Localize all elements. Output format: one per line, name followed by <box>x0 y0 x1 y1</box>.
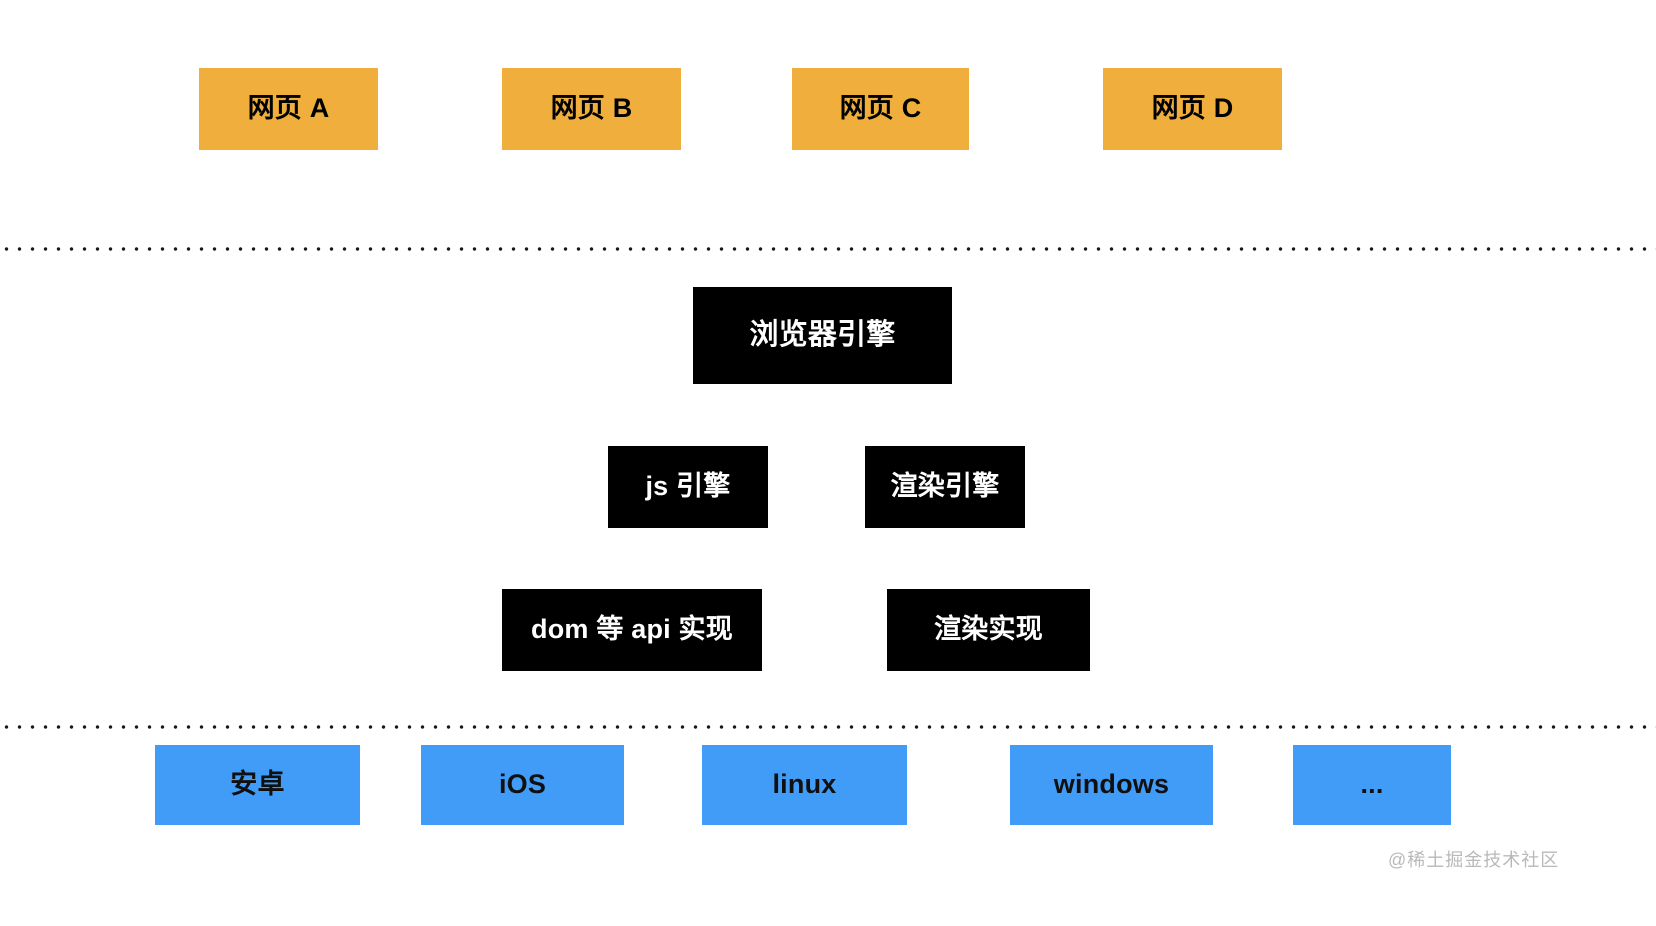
node-web-page-d: 网页 D <box>1103 68 1282 150</box>
node-label: iOS <box>498 769 547 800</box>
divider-pages-engine <box>0 247 1656 251</box>
node-render-implementation: 渲染实现 <box>887 589 1090 671</box>
node-platform-more: ... <box>1293 745 1451 825</box>
node-label: ... <box>1360 769 1384 800</box>
divider-engine-platforms <box>0 725 1656 729</box>
node-label: dom 等 api 实现 <box>531 614 733 645</box>
node-label: 网页 C <box>839 93 922 124</box>
node-platform-ios: iOS <box>421 745 624 825</box>
node-web-page-a: 网页 A <box>199 68 378 150</box>
node-label: 网页 D <box>1151 93 1234 124</box>
watermark: @稀土掘金技术社区 <box>1388 850 1560 870</box>
node-label: 浏览器引擎 <box>749 318 896 351</box>
node-label: 渲染引擎 <box>890 471 1000 502</box>
node-web-page-b: 网页 B <box>502 68 681 150</box>
node-platform-windows: windows <box>1010 745 1213 825</box>
node-web-page-c: 网页 C <box>792 68 969 150</box>
node-label: 网页 A <box>247 93 330 124</box>
node-label: linux <box>772 769 837 800</box>
node-dom-api-implementation: dom 等 api 实现 <box>502 589 762 671</box>
node-label: windows <box>1053 769 1170 800</box>
node-render-engine: 渲染引擎 <box>865 446 1025 528</box>
node-label: 渲染实现 <box>934 614 1043 645</box>
node-platform-linux: linux <box>702 745 907 825</box>
node-js-engine: js 引擎 <box>608 446 768 528</box>
node-label: 网页 B <box>550 93 633 124</box>
node-label: js 引擎 <box>645 471 731 502</box>
node-label: 安卓 <box>230 769 285 800</box>
node-browser-engine: 浏览器引擎 <box>693 287 952 384</box>
node-platform-android: 安卓 <box>155 745 360 825</box>
